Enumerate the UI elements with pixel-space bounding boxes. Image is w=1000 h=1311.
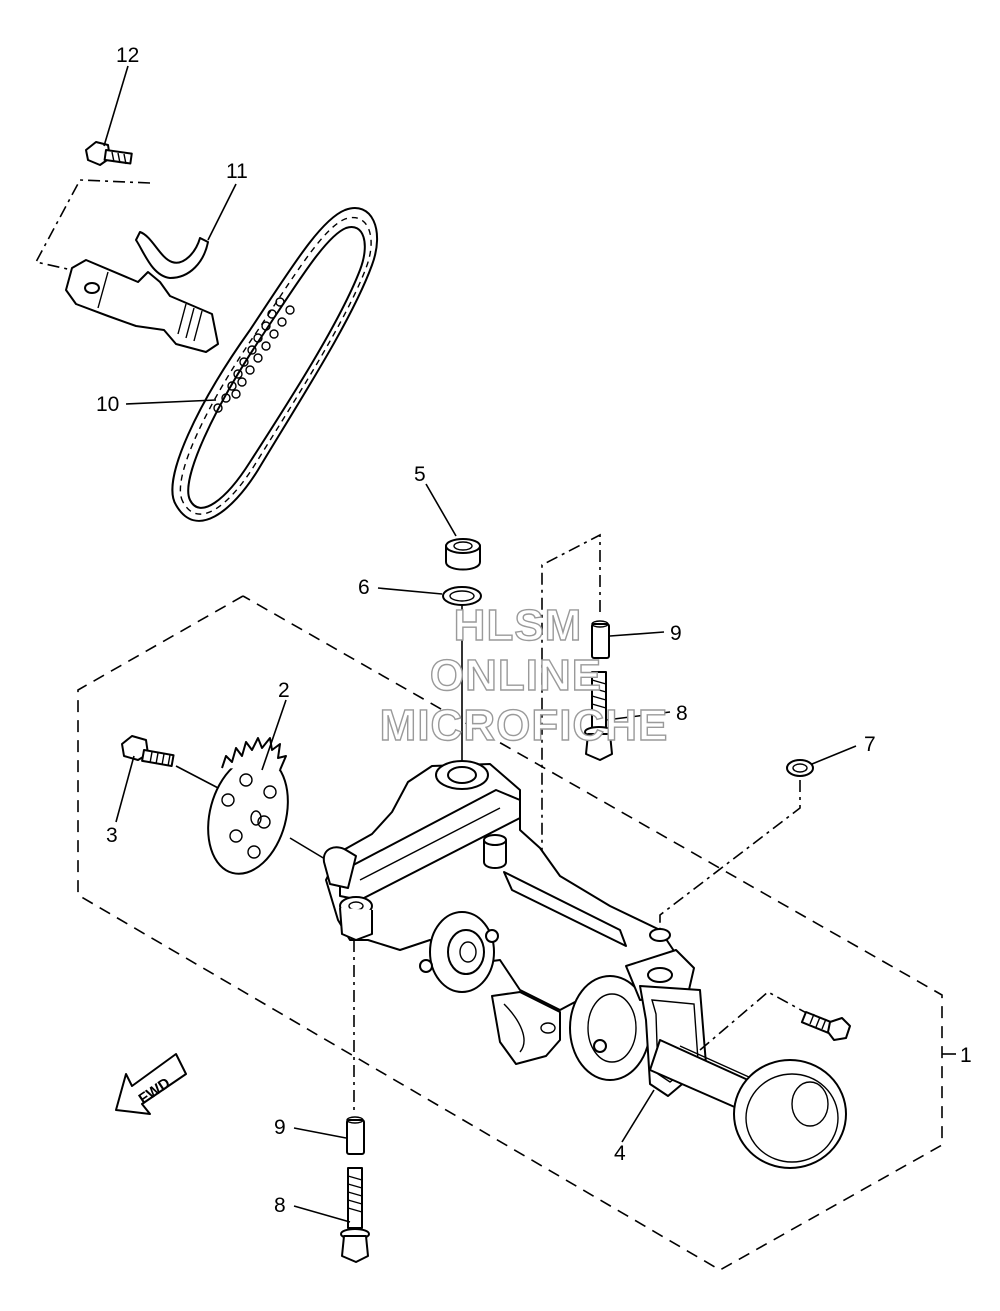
callout-7: 7 — [864, 733, 876, 756]
strainer-bolt — [800, 1010, 851, 1041]
watermark-line-3: MICROFICHE — [380, 701, 669, 750]
oil-pump-body — [322, 760, 847, 1169]
leader-lines — [103, 65, 956, 1223]
bolt-12 — [85, 141, 133, 166]
watermark-line-1: HLSM — [454, 601, 583, 650]
pin-8-9-top-dash — [541, 533, 601, 860]
seal-7 — [786, 759, 814, 777]
fwd-arrow-icon: FWD — [115, 1053, 187, 1115]
cam-chain-10 — [171, 207, 379, 522]
callout-8-bottom: 8 — [274, 1194, 286, 1217]
dowel-pin-9-bottom — [346, 1116, 365, 1155]
callout-1: 1 — [960, 1044, 972, 1067]
callout-labels: 12 11 10 5 6 9 8 7 2 3 1 4 9 8 — [96, 44, 972, 1217]
watermark: HLSM ONLINE MICROFICHE — [379, 600, 669, 750]
callout-5: 5 — [414, 463, 426, 486]
callout-8-top: 8 — [676, 702, 688, 725]
bolt-12-dash — [34, 179, 151, 271]
flange-bolt-8-top — [584, 671, 614, 761]
strainer-bolt-dash — [699, 991, 813, 1051]
callout-9-bottom: 9 — [274, 1116, 286, 1139]
chain-guide-11 — [65, 231, 219, 353]
callout-9-top: 9 — [670, 622, 682, 645]
watermark-line-2: ONLINE — [430, 651, 602, 700]
collar-5 — [445, 538, 481, 571]
callout-11: 11 — [226, 160, 248, 183]
flange-bolt-8-bottom — [340, 1167, 370, 1263]
assembly-boundary — [77, 595, 943, 1271]
bolt-3-axis — [175, 765, 223, 791]
gear-2 — [207, 737, 289, 875]
dowel-pin-9-top — [591, 620, 610, 659]
seal-7-dash — [659, 780, 801, 965]
callout-12: 12 — [116, 44, 139, 67]
callout-2: 2 — [278, 679, 290, 702]
bolt-3 — [121, 735, 175, 768]
callout-4: 4 — [614, 1142, 626, 1165]
callout-6: 6 — [358, 576, 370, 599]
callout-3: 3 — [106, 824, 118, 847]
callout-10: 10 — [96, 393, 119, 416]
